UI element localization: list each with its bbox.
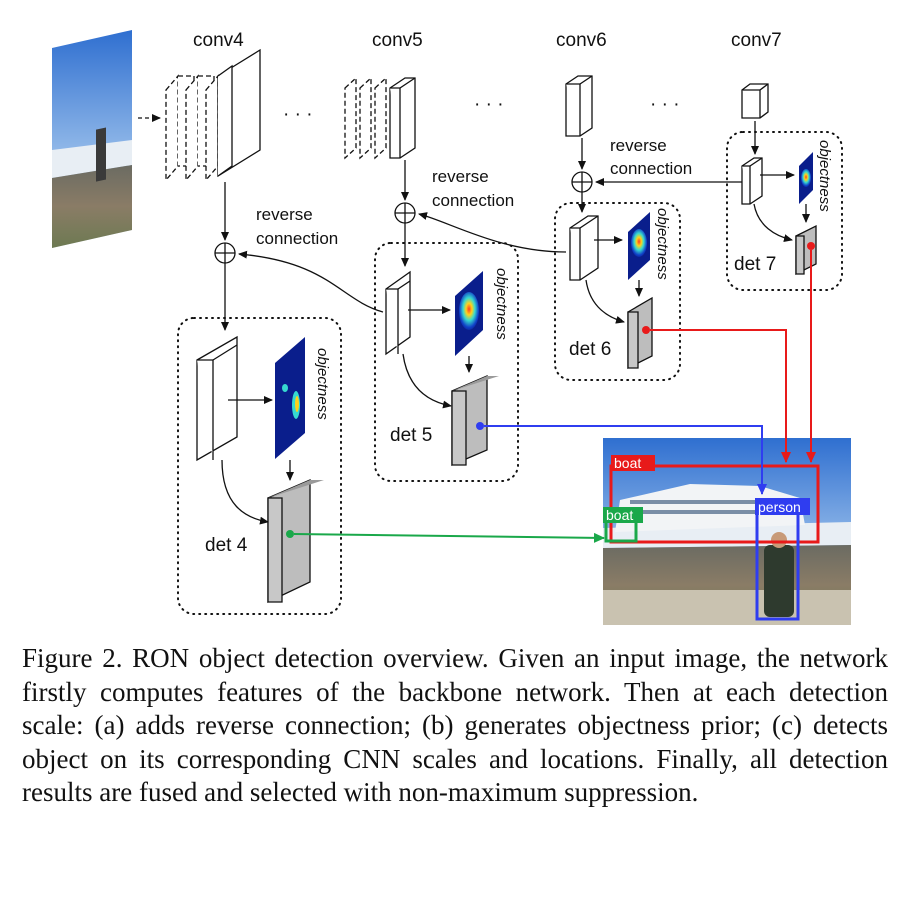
det4-objectness-map [275,337,305,459]
det7-dotted-box [726,131,843,291]
plus-circle-4 [214,242,236,264]
input-image [52,30,132,248]
det7-feature [741,157,763,205]
det4-objectness-label: objectness [314,348,331,420]
boat-small-tag [603,507,643,523]
det5-dotted-box [374,242,519,482]
conv4-stack [165,48,261,182]
det5-feature [385,270,411,356]
arrow-feat5-det [402,353,452,409]
reverse-label-7: reverse [610,136,667,155]
reverse-arrow-6-5 [418,212,567,253]
det5-result-line [484,425,767,495]
arrow-feat6-det [585,279,625,324]
ellipsis-2: · · · [474,94,504,115]
det4-result-line [293,532,605,543]
arrow-feat4-det [221,459,269,525]
conv5-stack [344,76,416,160]
det6-label: det 6 [569,339,611,360]
det7-objectness-map [799,152,813,204]
person-tag [755,498,810,515]
conv6-block [565,75,593,137]
det5-objectness-map [455,271,483,356]
ron-diagram: conv4 · · · conv5 · · · conv6 · · · conv… [52,30,851,625]
arrow-feat7-det [753,203,793,243]
reverse-label-5: reverse [256,205,313,224]
det4-dot [286,530,294,538]
det4-label: det 4 [205,535,248,556]
det7-block [795,224,817,276]
det6-block [627,296,653,370]
boat-large-tag-label: boat [614,455,641,471]
det5-dot [476,422,484,430]
det4-block [267,479,324,604]
det7-objectness-label: objectness [816,140,833,212]
reverse-label-6: reverse [432,167,489,186]
conv7-block [741,83,769,119]
det4-feature [196,335,238,462]
ellipsis-1: · · · [283,104,313,125]
det6-objectness-label: objectness [654,208,671,280]
boat-large-tag [611,455,655,471]
det7-label: det 7 [734,254,776,275]
det5-objectness-label: objectness [493,268,510,340]
person-tag-label: person [758,499,801,515]
connection-label-6: connection [432,191,514,210]
det7-dot [807,242,815,250]
connection-label-7: connection [610,159,692,178]
boat-small-tag-label: boat [606,507,633,523]
det5-block [451,375,499,466]
boat-large-box [609,464,820,544]
det4-dotted-box [177,317,342,615]
conv5-label: conv5 [372,30,423,51]
det6-result-line [650,329,791,463]
conv7-label: conv7 [731,30,782,51]
plus-circle-6 [571,171,593,193]
figure-caption: Figure 2. RON object detection overview.… [22,643,888,807]
det6-dot [642,326,650,334]
det6-feature [569,215,599,281]
conv4-label: conv4 [193,30,244,51]
ellipsis-3: · · · [650,94,680,115]
conv6-label: conv6 [556,30,607,51]
det6-objectness-map [628,212,650,280]
reverse-arrow-5-4 [238,250,384,313]
plus-circle-5 [394,202,416,224]
connection-label-5: connection [256,229,338,248]
det5-label: det 5 [390,425,432,446]
